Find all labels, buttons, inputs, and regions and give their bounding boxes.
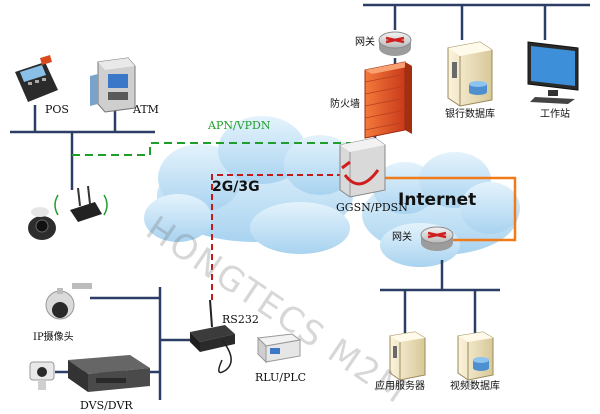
server-bus	[380, 260, 500, 333]
workstation-icon	[527, 41, 579, 104]
ggsn-server-icon	[339, 137, 386, 198]
left-bus	[10, 105, 155, 190]
pos-label: POS	[45, 103, 69, 116]
firewall-label: 防火墙	[330, 99, 360, 110]
atm-icon	[90, 57, 136, 113]
mobile-network-cloud	[144, 116, 356, 254]
dvs-dvr-label: DVS/DVR	[80, 399, 133, 412]
dvr-icon	[68, 355, 150, 392]
top-bus	[363, 3, 590, 40]
network-2g3g-label: 2G/3G	[212, 179, 260, 195]
bank-db-server-icon	[447, 41, 493, 107]
gprs-link	[211, 174, 340, 300]
video-db-server-icon	[457, 331, 494, 381]
firewall-icon	[364, 61, 412, 139]
bottom-router-icon	[420, 226, 454, 251]
rs232-modem-icon	[190, 299, 235, 374]
bottom-gateway-label: 网关	[392, 232, 412, 243]
ggsn-pdsn-label: GGSN/PDSN	[336, 201, 408, 214]
rlu-plc-icon	[256, 333, 302, 364]
rs232-label: RS232	[222, 313, 259, 326]
ip-camera-label: IP摄像头	[33, 332, 74, 343]
apn-vpdn-label: APN/VPDN	[208, 119, 271, 132]
top-gateway-label: 网关	[355, 37, 375, 48]
ip-camera-icon	[45, 283, 92, 320]
internet-link	[380, 176, 517, 242]
atm-label: ATM	[133, 103, 159, 116]
bank-db-label: 银行数据库	[445, 109, 495, 120]
box-camera-icon	[29, 361, 55, 390]
top-router-icon	[378, 31, 412, 56]
rlu-plc-label: RLU/PLC	[255, 371, 307, 384]
wireless-camera-modem-icon	[28, 185, 108, 240]
app-server-label: 应用服务器	[375, 381, 425, 392]
pos-terminal-icon	[15, 55, 58, 102]
internet-label: Internet	[398, 190, 477, 210]
app-server-icon	[389, 331, 426, 381]
video-db-label: 视频数据库	[450, 381, 500, 392]
workstation-label: 工作站	[540, 109, 570, 120]
